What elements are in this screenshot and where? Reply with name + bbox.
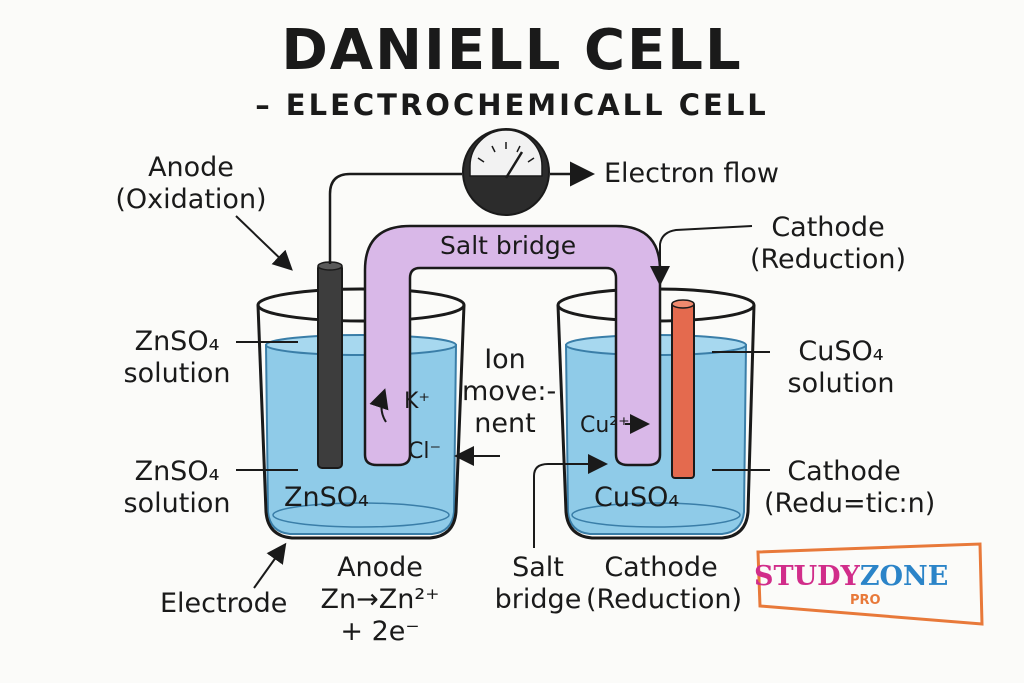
cu-ion-label: Cu²⁺ bbox=[580, 413, 630, 438]
cl-ion-label: Cl⁻ bbox=[408, 439, 442, 464]
znso4-1-line2: solution bbox=[123, 358, 231, 389]
copper-electrode bbox=[671, 301, 695, 479]
cuso4-line1: CuSO₄ bbox=[798, 336, 884, 367]
title: DANIELL CELL bbox=[281, 18, 743, 83]
cathode-top-line1: Cathode bbox=[771, 212, 885, 243]
left-beaker bbox=[256, 304, 466, 540]
cathode-bottom-line2: (Reduction) bbox=[586, 584, 743, 615]
salt-bridge-top-label: Salt bridge bbox=[440, 231, 577, 260]
cathode-mid-line2: (Redu=tic:n) bbox=[764, 488, 936, 519]
logo-study: STUDY bbox=[754, 561, 860, 592]
anode-oxidation-label: Anode (Oxidation) bbox=[106, 152, 276, 216]
zinc-electrode bbox=[317, 263, 343, 469]
salt-bridge-bottom-label: Salt bridge bbox=[492, 552, 584, 616]
znso4-beaker-label: ZnSO₄ bbox=[284, 482, 369, 513]
anode-reaction-label: Anode Zn→Zn²⁺ + 2e⁻ bbox=[300, 552, 460, 648]
wire-left bbox=[328, 172, 462, 264]
k-ion-label: K⁺ bbox=[404, 389, 431, 414]
anode-reaction-line1: Anode bbox=[337, 552, 423, 583]
cathode-top-line2: (Reduction) bbox=[749, 244, 907, 275]
logo-zone: ZONE bbox=[859, 561, 949, 592]
logo-frame bbox=[756, 542, 984, 626]
studyzone-logo: STUDYZONE PRO bbox=[748, 545, 988, 627]
salt-bridge-tube bbox=[363, 224, 662, 467]
logo-pro: PRO bbox=[850, 593, 881, 608]
znso4-2-line2: solution bbox=[123, 488, 231, 519]
anode-label-line1: Anode bbox=[148, 152, 234, 183]
salt-bridge-bottom-line2: bridge bbox=[494, 584, 582, 615]
electron-flow-label: Electron flow bbox=[604, 158, 779, 189]
znso4-solution-label-2: ZnSO₄ solution bbox=[112, 456, 242, 520]
salt-bridge-bottom-line1: Salt bbox=[512, 552, 564, 583]
cathode-reduction-bottom-label: Cathode (Reduction) bbox=[586, 552, 743, 616]
ion-movement-line2: move:- bbox=[462, 376, 557, 407]
cathode-mid-line1: Cathode bbox=[787, 456, 901, 487]
ion-movement-label: Ion move:- nent bbox=[462, 344, 557, 440]
ion-movement-line3: nent bbox=[474, 408, 536, 439]
cuso4-solution-label: CuSO₄ solution bbox=[776, 336, 906, 400]
voltmeter-needle bbox=[504, 151, 524, 179]
cuso4-beaker-label: CuSO₄ bbox=[594, 482, 680, 513]
anode-label-line2: (Oxidation) bbox=[115, 184, 267, 215]
anode-reaction-line2: Zn→Zn²⁺ bbox=[320, 584, 440, 615]
right-beaker bbox=[556, 304, 756, 540]
left-beaker-rim bbox=[256, 287, 466, 323]
ion-movement-line1: Ion bbox=[484, 344, 526, 375]
znso4-2-line1: ZnSO₄ bbox=[134, 456, 220, 487]
cuso4-line2: solution bbox=[787, 368, 895, 399]
subtitle: – ELECTROCHEMICALL CELL bbox=[255, 88, 769, 122]
electrode-label: Electrode bbox=[160, 588, 288, 619]
anode-reaction-line3: + 2e⁻ bbox=[340, 616, 420, 647]
znso4-solution-label-1: ZnSO₄ solution bbox=[112, 326, 242, 390]
left-solution-surface bbox=[265, 334, 457, 356]
cathode-bottom-line1: Cathode bbox=[604, 552, 718, 583]
cathode-reduction-top-label: Cathode (Reduction) bbox=[748, 212, 908, 276]
znso4-1-line1: ZnSO₄ bbox=[134, 326, 220, 357]
logo-wordmark: STUDYZONE bbox=[754, 561, 948, 592]
cathode-reduction-mid-label: Cathode (Redu=tic:n) bbox=[764, 456, 936, 520]
